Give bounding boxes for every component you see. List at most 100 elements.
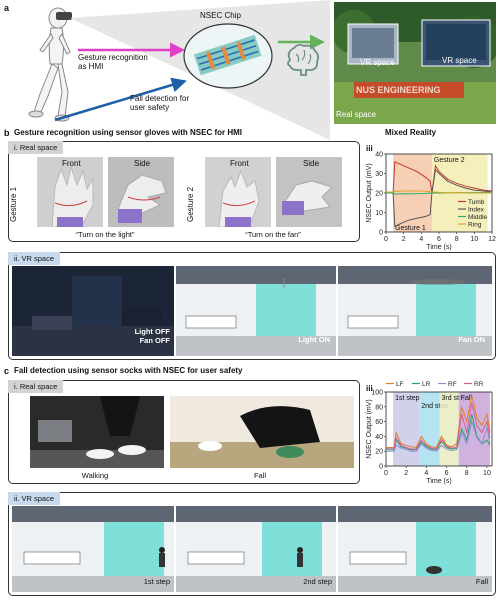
walking-photo <box>30 396 164 468</box>
panel-c-letter: c <box>4 366 10 376</box>
chart-ytick-label-3: 30 <box>375 171 383 178</box>
chart-xtick-label-1: 2 <box>402 236 406 243</box>
gesture-2-front-photo <box>205 157 271 227</box>
gesture-recognition-label: Gesture recognition as HMI <box>78 53 148 71</box>
vr-space-label-left: VR space <box>360 58 395 67</box>
chart-region-label-1: Gesture 2 <box>434 157 465 164</box>
vr-fall-text: Fall <box>475 577 488 586</box>
fall-photo <box>170 396 354 468</box>
panel-c-title: Fall detection using sensor socks with N… <box>14 366 243 375</box>
chart-xlabel: Time (s) <box>426 244 451 251</box>
chart-region-label-3: Fall <box>461 395 473 402</box>
chart-xtick-label-2: 4 <box>424 470 428 477</box>
chart-ytick-label-4: 40 <box>375 152 383 159</box>
chart-series-RF <box>386 419 491 452</box>
chart-ytick-label-0: 0 <box>379 464 383 471</box>
chart-legend-label-LF: LF <box>396 381 404 388</box>
chart-xlabel: Time (s) <box>426 478 451 485</box>
gesture-1-caption: “Turn on the light” <box>75 230 135 239</box>
gesture-2-side-label: Side <box>303 159 320 168</box>
chart-xtick-label-2: 4 <box>419 236 423 243</box>
vr-fan-on-text: Fan ON <box>458 335 485 344</box>
vr-step1-text: 1st step <box>143 577 170 586</box>
vr-step1-scene <box>12 506 174 592</box>
chart-ytick-label-5: 100 <box>371 390 383 397</box>
chart-series-Ring <box>386 190 492 194</box>
person-headset-illustration <box>18 4 80 124</box>
gesture-2-label: Gesture 2 <box>186 186 195 222</box>
chart-xtick-label-3: 6 <box>437 236 441 243</box>
real-space-label: Real space <box>336 110 377 119</box>
vr-step2-scene <box>176 506 336 592</box>
flow-arrows <box>54 34 325 122</box>
mixed-reality-label: Mixed Reality <box>385 128 437 137</box>
panel-b-title: Gesture recognition using sensor gloves … <box>14 128 243 137</box>
panel-c-vr-tag: ii. VR space <box>8 492 61 505</box>
chart-ylabel: NSEC Output (mV) <box>366 399 373 459</box>
gesture-1-front-photo <box>37 157 103 227</box>
chart-xtick-label-0: 0 <box>384 236 388 243</box>
nsec-chip-label: NSEC Chip <box>200 11 241 20</box>
vr-space-label-right: VR space <box>442 56 477 65</box>
chart-region-2 <box>439 392 459 466</box>
chart-ytick-label-2: 40 <box>375 434 383 441</box>
chart-legend-label-Tumb: Tumb <box>468 199 485 206</box>
chart-ytick-label-1: 10 <box>375 210 383 217</box>
vr-light-off-line1: Light OFF <box>134 327 170 336</box>
gesture-1-front-label: Front <box>62 159 81 168</box>
gesture-2-caption: “Turn on the fan” <box>245 230 301 239</box>
gesture-1-side-label: Side <box>134 159 151 168</box>
gesture-1-side-photo <box>108 157 174 227</box>
panel-c-real-space-tag: i. Real space <box>8 380 64 393</box>
chart-series-LR <box>386 414 491 451</box>
chart-legend-label-Ring: Ring <box>468 222 482 229</box>
walking-caption: Walking <box>81 471 109 480</box>
chart-ytick-label-1: 20 <box>375 449 383 456</box>
chart-xtick-label-4: 8 <box>465 470 469 477</box>
gesture-1-label: Gesture 1 <box>9 186 18 222</box>
chart-legend-label-RR: RR <box>474 381 484 388</box>
chart-ylabel: NSEC Output (mV) <box>366 163 373 223</box>
chart-xtick-label-3: 6 <box>445 470 449 477</box>
gesture-2-side-photo <box>276 157 342 227</box>
chart-region-label-2: 3rd step <box>442 395 467 402</box>
chart-ytick-label-2: 20 <box>375 191 383 198</box>
chart-legend-label-Index: Index <box>468 207 485 214</box>
panel-a-letter: a <box>4 3 10 13</box>
mixed-reality-photo <box>334 2 496 124</box>
chart-ytick-label-3: 60 <box>375 419 383 426</box>
fall-detection-label: Fall detection for user safety <box>130 94 190 112</box>
vr-fan-off-line2: Fan OFF <box>139 335 170 345</box>
chart-series-LF <box>386 395 491 449</box>
chart-xtick-label-0: 0 <box>384 470 388 477</box>
panel-b-chart-tag: iii <box>366 144 373 153</box>
chart-ytick-label-4: 80 <box>375 404 383 411</box>
vr-step2-text: 2nd step <box>303 577 332 586</box>
brain-icon <box>282 42 322 76</box>
chart-xtick-label-5: 10 <box>470 236 478 243</box>
vr-room-light-on <box>176 266 336 356</box>
vr-light-on-text: Light ON <box>298 335 330 344</box>
chart-region-label-0: 1st step <box>395 395 420 402</box>
nus-engineering-sign: NUS ENGINEERING <box>356 85 441 95</box>
panel-b-real-space-tag: i. Real space <box>8 141 64 154</box>
panel-b-letter: b <box>4 128 10 138</box>
panel-b-vr-tag: ii. VR space <box>8 252 61 265</box>
vr-room-dark <box>12 266 174 356</box>
nsec-chip-illustration <box>182 22 274 90</box>
chart-region-0 <box>393 392 420 466</box>
panel-c-chart-tag: iii <box>366 384 373 393</box>
fall-caption: Fall <box>253 471 267 480</box>
chart-region-label-0: Gesture 1 <box>395 225 426 232</box>
chart-xtick-label-4: 8 <box>455 236 459 243</box>
chart-xtick-label-6: 12 <box>488 236 496 243</box>
chart-legend-label-RF: RF <box>448 381 457 388</box>
chart-legend-label-LR: LR <box>422 381 431 388</box>
vr-room-fan-on <box>338 266 492 356</box>
vr-light-off-text: Light OFF Fan OFF <box>100 327 170 345</box>
chart-region-label-1: 2nd step <box>421 403 448 410</box>
gesture-2-front-label: Front <box>230 159 249 168</box>
chart-legend-label-Middle: Middle <box>468 214 488 221</box>
